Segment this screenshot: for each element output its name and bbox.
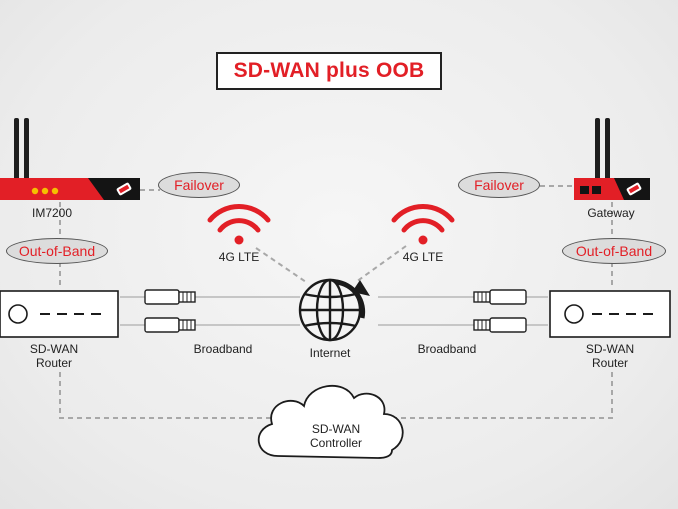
router-right-label-line2: Router bbox=[591, 356, 629, 370]
title-box: SD-WAN plus OOB bbox=[216, 52, 442, 90]
lte-label-left: 4G LTE bbox=[218, 250, 260, 264]
sd-wan-router-left-icon bbox=[0, 290, 119, 338]
lte-signal-icon-left bbox=[207, 204, 271, 245]
ethernet-plug-left-bottom-icon bbox=[144, 317, 196, 333]
controller-label-line2: Controller bbox=[309, 436, 363, 450]
broadband-label-left: Broadband bbox=[193, 342, 253, 356]
router-right-label: SD-WAN Router bbox=[580, 342, 640, 370]
sd-wan-router-right-icon bbox=[549, 290, 671, 338]
oob-label-right: Out-of-Band bbox=[562, 238, 666, 264]
diagram-title: SD-WAN plus OOB bbox=[233, 59, 425, 82]
router-left-label: SD-WAN Router bbox=[24, 342, 84, 370]
failover-right-text: Failover bbox=[474, 177, 524, 193]
broadband-lines bbox=[120, 296, 548, 326]
lte-label-right: 4G LTE bbox=[402, 250, 444, 264]
internet-label: Internet bbox=[309, 346, 351, 360]
ethernet-plug-right-top-icon bbox=[473, 289, 527, 305]
lte-signal-icon-right bbox=[391, 204, 455, 245]
router-left-label-line1: SD-WAN bbox=[29, 342, 79, 356]
failover-label-left: Failover bbox=[158, 172, 240, 198]
controller-label-line1: SD-WAN bbox=[311, 422, 361, 436]
right-router-to-controller bbox=[394, 372, 613, 419]
left-router-to-controller bbox=[59, 372, 284, 419]
oob-left-text: Out-of-Band bbox=[18, 243, 96, 259]
router-left-label-line2: Router bbox=[35, 356, 73, 370]
right-lte-to-internet bbox=[355, 245, 407, 283]
router-right-label-line1: SD-WAN bbox=[585, 342, 635, 356]
failover-label-right: Failover bbox=[458, 172, 540, 198]
ethernet-plug-left-top-icon bbox=[144, 289, 196, 305]
im7200-label: IM7200 bbox=[31, 206, 73, 220]
dashed-connectors bbox=[59, 185, 613, 419]
broadband-label-right: Broadband bbox=[417, 342, 477, 356]
gateway-label: Gateway bbox=[587, 206, 635, 220]
sd-wan-controller-cloud-icon bbox=[257, 384, 404, 459]
controller-label: SD-WAN Controller bbox=[296, 422, 376, 450]
failover-left-text: Failover bbox=[174, 177, 224, 193]
ethernet-plug-right-bottom-icon bbox=[473, 317, 527, 333]
oob-label-left: Out-of-Band bbox=[6, 238, 108, 264]
oob-right-text: Out-of-Band bbox=[575, 243, 653, 259]
left-lte-to-internet bbox=[255, 247, 307, 283]
internet-globe-icon bbox=[298, 278, 370, 342]
im7200-device-icon bbox=[0, 118, 140, 200]
gateway-device-icon bbox=[574, 118, 650, 200]
